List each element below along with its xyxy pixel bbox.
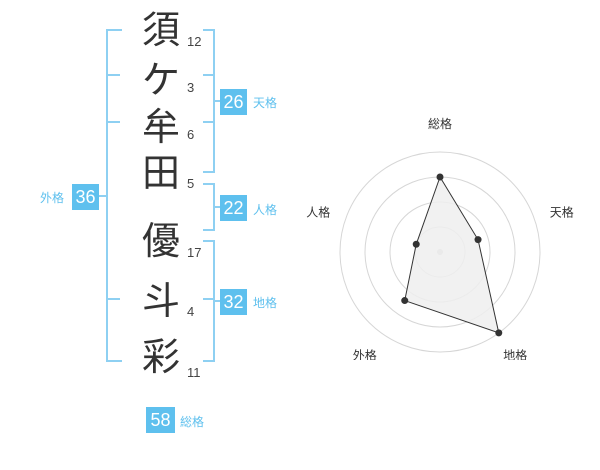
bracket-connector: [213, 300, 221, 302]
gaikaku-label: 外格: [40, 191, 65, 205]
tenkaku-badge: 26: [220, 89, 247, 115]
bracket-tick: [106, 298, 120, 300]
radar-point: [495, 329, 503, 337]
stroke-count: 6: [187, 127, 195, 142]
chikaku-badge: 32: [220, 289, 247, 315]
name-char: 斗: [141, 279, 180, 323]
radar-axis-label: 天格: [550, 204, 574, 219]
radar-axis-label: 人格: [306, 204, 330, 219]
name-char: 田: [141, 151, 180, 195]
gaikaku-bracket: [106, 29, 122, 362]
radar-point: [436, 173, 444, 181]
radar-axis-label: 地格: [503, 348, 527, 360]
stroke-count: 3: [187, 80, 195, 95]
stroke-count: 17: [187, 245, 202, 260]
stroke-count: 4: [187, 304, 195, 319]
name-char: ケ: [141, 58, 180, 102]
stroke-count: 12: [187, 34, 202, 49]
radar-point: [401, 297, 409, 305]
radar-point: [474, 236, 482, 244]
gaikaku-badge: 36: [72, 184, 99, 210]
radar-axis-label: 総格: [428, 116, 452, 131]
bracket-connector: [213, 100, 221, 102]
soukaku-label: 総格: [180, 415, 205, 429]
bracket-tick: [106, 74, 120, 76]
stroke-count: 11: [187, 365, 201, 380]
bracket-tick: [203, 121, 215, 123]
name-char: 彩: [141, 335, 180, 379]
bracket-tick: [203, 74, 215, 76]
name-char: 優: [141, 219, 180, 263]
radar-series-area: [404, 175, 500, 334]
bracket-connector: [92, 195, 106, 197]
bracket-connector: [213, 206, 221, 208]
bracket-tick: [106, 121, 120, 123]
stroke-count: 5: [187, 176, 195, 191]
jinkaku-badge: 22: [220, 195, 247, 221]
bracket-tick: [203, 298, 215, 300]
soukaku-badge: 58: [146, 407, 175, 433]
radar-ring: [339, 151, 541, 353]
radar-point: [412, 240, 420, 248]
chikaku-label: 地格: [253, 296, 278, 310]
name-char: 牟: [141, 105, 180, 149]
name-char: 須: [141, 8, 180, 52]
tenkaku-label: 天格: [253, 96, 278, 110]
jinkaku-label: 人格: [253, 203, 278, 217]
radar-axis-label: 外格: [353, 348, 377, 360]
